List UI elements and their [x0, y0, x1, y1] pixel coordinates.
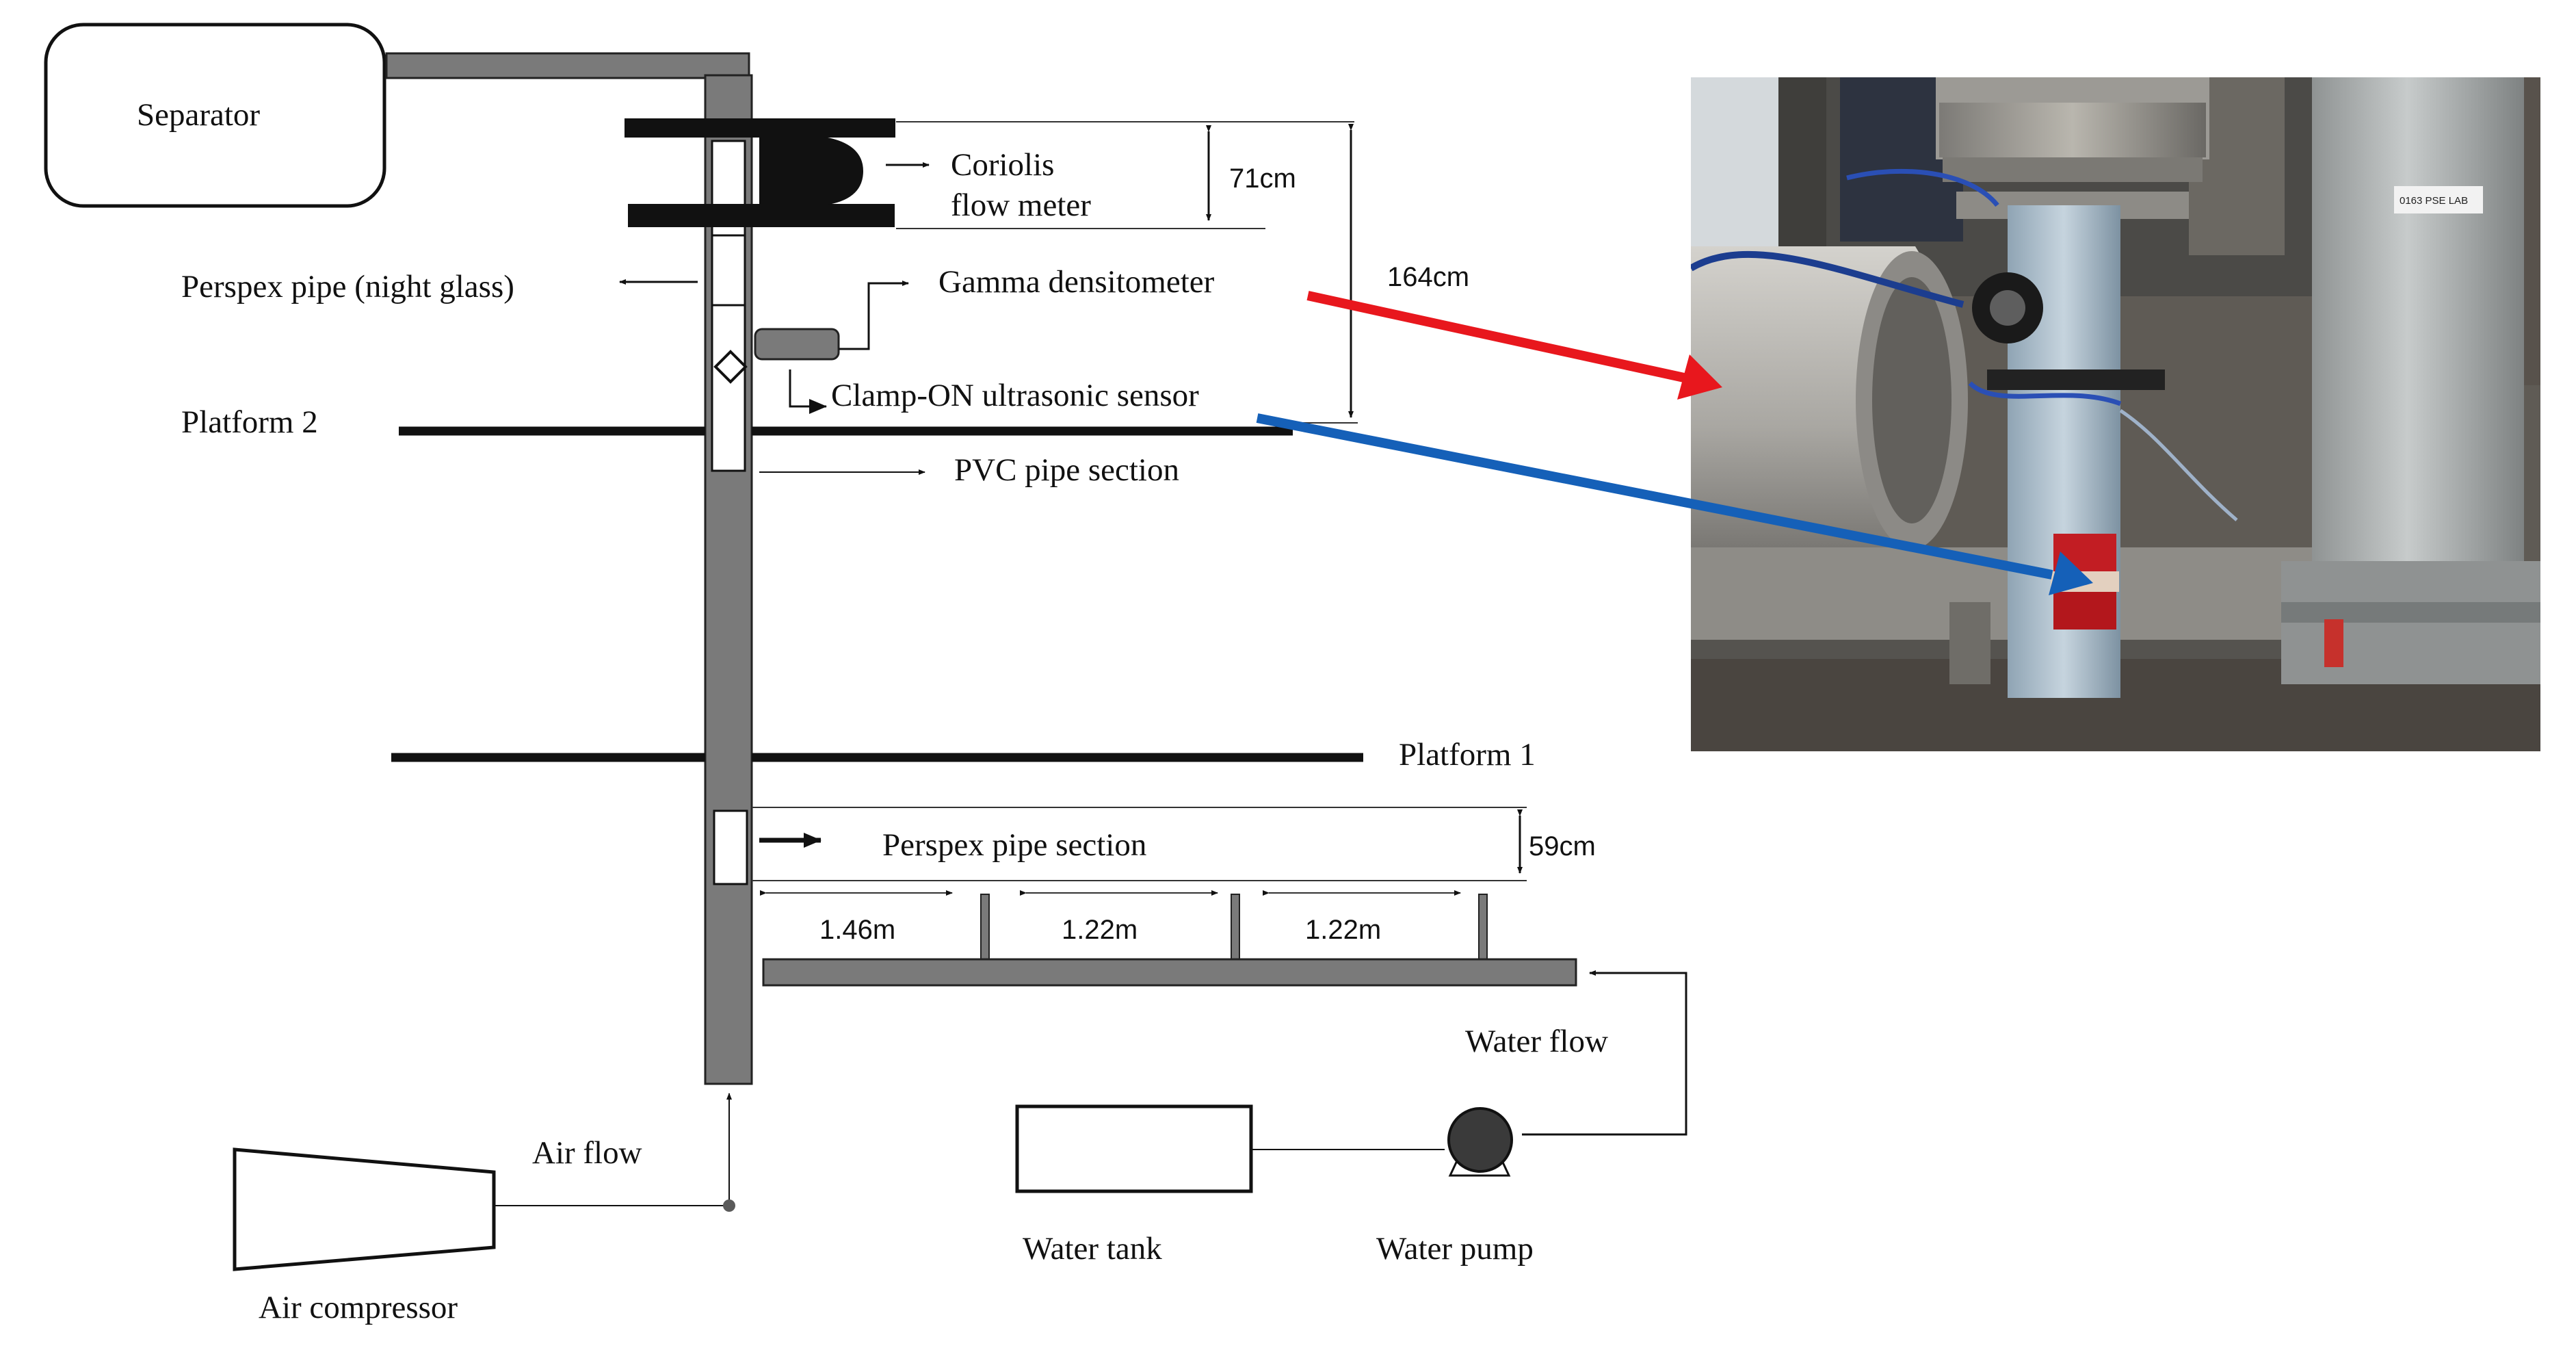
water-pump-label: Water pump	[1376, 1231, 1534, 1267]
dim-59-label: 59cm	[1529, 831, 1596, 861]
pvc-label: PVC pipe section	[954, 452, 1179, 488]
coriolis-label-line1: Coriolis	[951, 147, 1054, 183]
ultrasonic-callout-head	[2049, 551, 2093, 595]
water-flow-line	[1522, 970, 1687, 1136]
air-flow-label: Air flow	[532, 1135, 642, 1171]
ultrasonic-callout-arrow	[1256, 413, 2053, 580]
sight-glass-label: Perspex pipe (night glass)	[181, 269, 514, 304]
pvc-window	[711, 304, 746, 472]
coriolis-body	[759, 137, 863, 205]
separator-vessel	[44, 23, 386, 208]
air-compressor	[233, 1147, 496, 1271]
seg2-label: 1.22m	[1062, 915, 1138, 945]
perspex-section-label: Perspex pipe section	[882, 827, 1146, 863]
gamma-label: Gamma densitometer	[938, 264, 1215, 300]
horizontal-flowline	[762, 958, 1577, 987]
ultrasonic-pointer	[789, 369, 827, 414]
photo-lab-tag: 0163 PSE LAB	[2400, 195, 2468, 207]
gamma-pointer	[839, 281, 909, 350]
ultrasonic-label: Clamp-ON ultrasonic sensor	[831, 378, 1199, 413]
perspex-window	[713, 809, 748, 885]
tap-post-3	[1478, 894, 1488, 965]
tap-post-1	[980, 894, 990, 965]
platform1-label: Platform 1	[1399, 737, 1536, 773]
water-tank	[1015, 1104, 1253, 1193]
dim-71-label: 71cm	[1229, 164, 1296, 194]
coriolis-label-line2: flow meter	[951, 187, 1091, 223]
coriolis-top-flange	[625, 118, 895, 138]
dim-164-label: 164cm	[1387, 262, 1469, 292]
separator-label: Separator	[137, 97, 260, 133]
test-section-photo: 0163 PSE LAB	[1691, 77, 2540, 751]
water-flow-label: Water flow	[1465, 1024, 1608, 1059]
water-pump	[1447, 1107, 1513, 1177]
ultrasonic-sensor-symbol	[713, 350, 748, 384]
coriolis-bottom-flange	[628, 204, 895, 227]
seg1-label: 1.46m	[819, 915, 895, 945]
water-tank-label: Water tank	[1023, 1231, 1162, 1267]
seg3-label: 1.22m	[1305, 915, 1381, 945]
tap-post-2	[1231, 894, 1240, 965]
gamma-callout-arrow	[1306, 291, 1685, 382]
separator-outlet-pipe	[385, 52, 750, 79]
sight-glass-window	[711, 234, 746, 307]
air-junction	[723, 1199, 735, 1212]
gamma-densitometer	[754, 328, 840, 361]
air-compressor-label: Air compressor	[259, 1290, 458, 1325]
gamma-callout-head	[1677, 354, 1722, 400]
platform2-label: Platform 2	[181, 404, 318, 440]
